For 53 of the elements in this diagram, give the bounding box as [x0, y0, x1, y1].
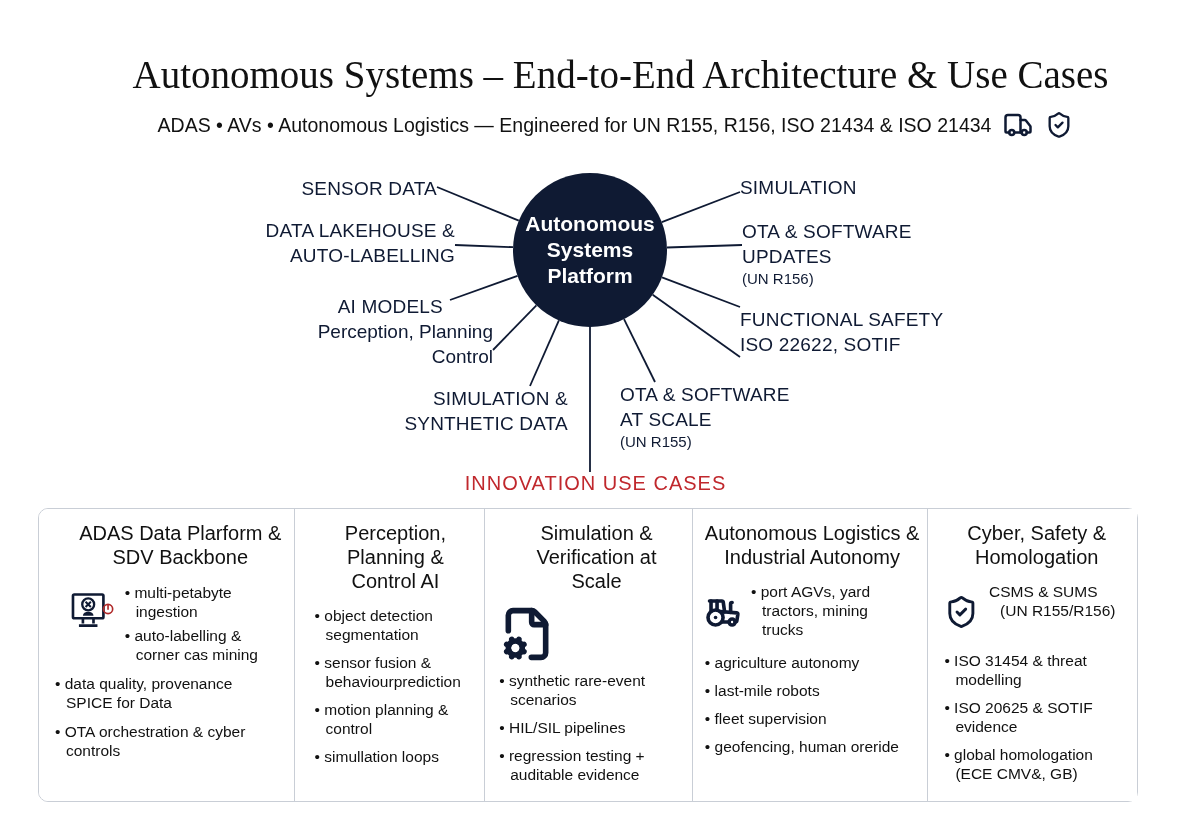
column-heading: ADAS Data Plarform & SDV Backbone [78, 521, 283, 569]
spoke-line [651, 293, 741, 358]
bullet-item: • geofencing, human oreride [704, 737, 900, 756]
section-heading: INNOVATION USE CASES [464, 472, 727, 495]
bullet-item: • multi-petabyte ingestion [124, 583, 233, 621]
bullet-item: • auto-labelling & corner cas mining [124, 626, 259, 664]
subtitle: ADAS • AVs • Autonomous Logistics — Engineered for UN R155, R156, ISO 21434 & ISO 21434 [157, 113, 992, 137]
bullet-item: • global homologation (ECE CMV&, GB) [944, 745, 1094, 783]
bullet-item: • agriculture autonomy [704, 653, 861, 672]
spoke-label: OTA & SOFTWARE UPDATES [742, 220, 913, 269]
use-case-column [927, 509, 1137, 801]
use-case-panel [38, 508, 1138, 802]
spoke-label: SENSOR DATA [301, 177, 437, 201]
spoke-line [589, 326, 591, 473]
spoke-detail: Perception, Planning Control [316, 320, 493, 369]
bullet-item: • object detection segmentation [314, 606, 434, 644]
bullet-item: • fleet supervision [704, 709, 828, 728]
spoke-line [529, 319, 560, 387]
spoke-line [454, 244, 514, 249]
spoke-label: SIMULATION [740, 176, 857, 200]
spoke-line [666, 244, 743, 249]
spoke-line [660, 191, 741, 224]
bullet-item: • synthetic rare-event scenarios [499, 671, 647, 709]
spoke-label: FUNCTIONAL SAFETY ISO 22622, SOTIF [740, 308, 944, 357]
column-heading: Cyber, Safety & Homologation [966, 521, 1108, 569]
spoke-label: AI MODELS [336, 295, 444, 319]
diagram-title: Autonomous Systems – End-to-End Architecture & Use Cases [131, 52, 1110, 97]
bullet-item: • port AGVs, yard tractors, mining trucks [751, 582, 872, 639]
bullet-item: • regression testing + auditable evidence [499, 746, 646, 784]
spoke-detail: (UN R155) [620, 432, 693, 452]
bullet-item: • last-mile robots [704, 681, 821, 700]
bullet-item: • motion planning & control [314, 700, 450, 738]
bullet-item: • sensor fusion & behaviourprediction [314, 653, 462, 691]
column-heading: Perception, Planning & Control AI [343, 521, 447, 593]
spoke-line [436, 186, 520, 222]
bullet-item: • OTA orchestration & cyber controls [55, 722, 247, 760]
column-heading: Simulation & Verification at Scale [535, 521, 658, 593]
spoke-line [449, 275, 519, 301]
spoke-label: DATA LAKEHOUSE & AUTO-LABELLING [264, 219, 455, 268]
spoke-label: OTA & SOFTWARE AT SCALE [620, 383, 791, 432]
spoke-label: SIMULATION & SYNTHETIC DATA [403, 387, 568, 436]
column-heading: Autonomous Logistics & Industrial Autonomy [704, 521, 920, 569]
spoke-line [661, 276, 741, 308]
bullet-item: CSMS & SUMS (UN R155/R156) [989, 582, 1117, 620]
bullet-item: • HIL/SIL pipelines [499, 718, 627, 737]
bullet-item: • simullation loops [314, 747, 440, 766]
spoke-line [623, 318, 656, 383]
bullet-item: • ISO 31454 & threat modelling [944, 651, 1088, 689]
bullet-item: • data quality, provenance SPICE for Data [55, 674, 234, 712]
spoke-line [492, 304, 538, 351]
spoke-detail: (UN R156) [742, 269, 815, 289]
platform-label: Autonomous Systems Platform [525, 211, 655, 289]
bullet-item: • ISO 20625 & SOTIF evidence [944, 698, 1094, 736]
